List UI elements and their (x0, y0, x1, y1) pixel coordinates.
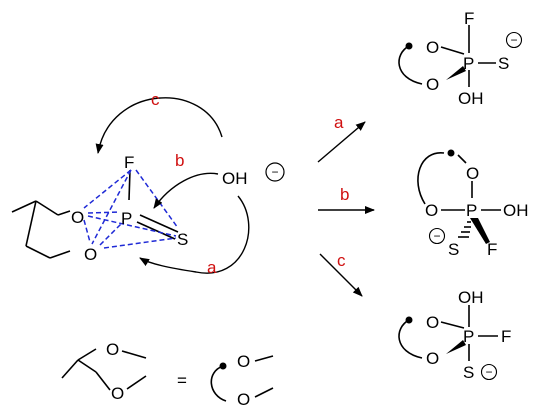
legend-bond (77, 348, 97, 361)
ring-bond (57, 210, 71, 216)
negative-charge (480, 363, 498, 381)
pathway-label-c: c (151, 90, 160, 109)
attack-arrow-b (153, 172, 219, 209)
legend-bond (95, 371, 111, 391)
equals-sign: = (177, 371, 187, 390)
ring-bond (25, 245, 51, 259)
reaction-label-a: a (334, 113, 344, 132)
atom-f: F (487, 240, 497, 259)
dashed-bond (135, 169, 179, 229)
pathway-label-a: a (207, 258, 217, 277)
dashed-bond (103, 237, 177, 249)
atom-o: O (426, 75, 439, 94)
atom-oh: OH (458, 89, 484, 108)
atom-o: O (426, 349, 439, 368)
negative-charge (505, 31, 523, 49)
product-a: F P O O S OH − (398, 9, 523, 108)
charge-sign: − (485, 365, 492, 379)
reaction-label-c: c (337, 251, 346, 270)
ring-dot (405, 42, 413, 50)
o-p-bond (440, 46, 465, 55)
atom-f: F (501, 327, 511, 346)
atom-oh: OH (458, 288, 484, 307)
ring-dot (219, 362, 227, 370)
dashed-bond (87, 211, 121, 214)
legend-bond (61, 359, 79, 379)
product-b: O O P OH S F − (417, 149, 529, 259)
ring-arc (210, 365, 227, 402)
ring-arc (417, 152, 445, 205)
legend-bond (77, 359, 97, 373)
atom-o: O (111, 384, 124, 403)
dashed-bond (99, 221, 124, 246)
legend-bond (126, 375, 147, 390)
atom-p: P (121, 209, 132, 228)
wedge-bond (446, 340, 466, 354)
atom-o: O (106, 340, 119, 359)
ring-bond (35, 200, 59, 216)
dashed-bond (83, 169, 132, 209)
methyl-bond (11, 200, 37, 213)
atom-f: F (464, 9, 474, 28)
atom-s: S (177, 230, 188, 249)
legend-bond (254, 387, 274, 398)
dashed-bond (87, 215, 177, 237)
atom-s: S (498, 54, 509, 73)
charge-sign: − (510, 33, 517, 47)
wedge-bond (470, 218, 490, 244)
reaction-arrow-c (319, 253, 363, 297)
atom-o: O (426, 38, 439, 57)
ring-dot (405, 316, 413, 324)
atom-o: O (71, 208, 84, 227)
legend-bond (121, 350, 147, 359)
atom-f: F (124, 153, 134, 172)
atom-s: S (448, 240, 459, 259)
dashed-bond (91, 169, 132, 245)
atom-o: O (426, 313, 439, 332)
ring-arc (398, 45, 423, 85)
attack-arrow-a (139, 195, 250, 274)
reaction-label-b: b (340, 185, 349, 204)
reaction-arrow-a (317, 121, 366, 163)
negative-charge (428, 227, 446, 245)
atom-p: P (463, 54, 474, 73)
ring-bond (25, 200, 37, 247)
attack-arrow-c (95, 97, 223, 154)
p-s-double-bond (136, 221, 176, 240)
ring-bond (49, 250, 71, 259)
atom-s: S (463, 363, 474, 382)
hydroxide-label: OH (222, 169, 248, 188)
ring-arc (398, 319, 423, 359)
p-s-double-bond (139, 214, 179, 233)
atom-p: P (466, 201, 477, 220)
atom-oh: OH (503, 201, 529, 220)
reactant-molecule: F P O O S (11, 153, 188, 264)
legend-bond (254, 355, 274, 362)
p-f-bond (128, 169, 131, 201)
dashed-bond (83, 219, 91, 243)
pathway-label-b: b (175, 151, 184, 170)
wedge-bond (446, 66, 466, 80)
negative-charge (265, 162, 285, 182)
o-p-bond (440, 321, 465, 329)
notation-legend: O O = O O (61, 340, 274, 409)
hashed-bond (458, 221, 471, 238)
atom-o: O (237, 352, 250, 371)
ring-dot (447, 149, 455, 157)
atom-o: O (237, 390, 250, 409)
charge-sign: − (271, 165, 278, 179)
product-c: OH P O O F S − (398, 288, 511, 382)
atom-o: O (425, 201, 438, 220)
hydroxide-ion: OH − (222, 162, 285, 188)
atom-o: O (84, 245, 97, 264)
charge-sign: − (433, 229, 440, 243)
atom-p: P (463, 327, 474, 346)
atom-o: O (466, 164, 479, 183)
ring-bond (457, 154, 467, 164)
